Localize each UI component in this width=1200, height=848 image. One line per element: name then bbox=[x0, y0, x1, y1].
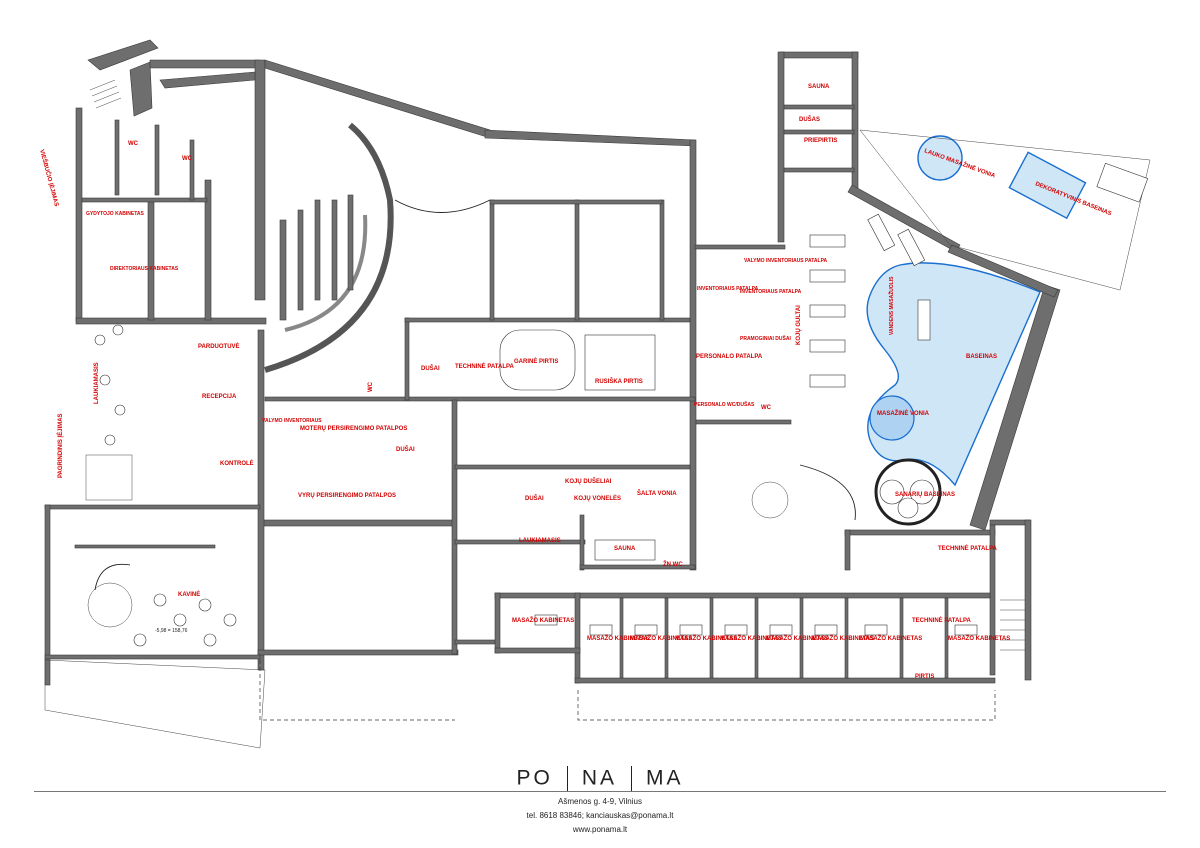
label-valymo-inventoriaus-left: VALYMO INVENTORIAUS bbox=[262, 418, 322, 424]
auditorium bbox=[264, 122, 491, 373]
floor-plan: VIEŠBUČIO ĮĖJIMAS PAGRINDINIS ĮĖJIMAS WC… bbox=[38, 39, 1151, 749]
label-sauna-center: SAUNA bbox=[614, 546, 636, 552]
label-zn-wc: ŽN WC bbox=[663, 560, 683, 568]
label-masazo-kabinetas-8: MASAŽO KABINETAS bbox=[860, 634, 922, 642]
label-masazo-kabinetas-9: MASAŽO KABINETAS bbox=[948, 634, 1010, 642]
label-baseinas: BASEINAS bbox=[966, 354, 997, 360]
label-wc-1: WC bbox=[128, 141, 139, 147]
label-laukiamasis-left: LAUKIAMASIS bbox=[94, 362, 100, 404]
footer-address: Ašmenos g. 4-9, Vilnius bbox=[558, 797, 642, 806]
label-wc-3: WC bbox=[368, 381, 374, 392]
label-masazine-vonia: MASAŽINĖ VONIA bbox=[877, 409, 930, 417]
label-wc-4: WC bbox=[761, 405, 772, 411]
label-sanariu-baseinas: SANARIŲ BASEINAS bbox=[895, 492, 955, 498]
label-vandens-masazuolis: VANDENS MASAŽUOLIS bbox=[887, 276, 895, 335]
label-dusai-1: DUŠAI bbox=[421, 364, 440, 372]
label-dusai-3: DUŠAI bbox=[525, 494, 544, 502]
label-area: -5,98 = 158,76 bbox=[155, 628, 188, 634]
label-masazo-kabinetas-2: MASAŽO KABINETAS bbox=[587, 634, 649, 642]
brand-separator bbox=[566, 766, 568, 792]
label-kontrole: KONTROLĖ bbox=[220, 460, 254, 467]
label-technine-patalpa: TECHNINĖ PATALPA bbox=[455, 363, 515, 370]
footer-website: www.ponama.lt bbox=[572, 825, 628, 834]
label-dusas: DUŠAS bbox=[799, 115, 820, 123]
brand-part-2: NA bbox=[581, 766, 618, 790]
label-wc-2: WC bbox=[182, 156, 193, 162]
room-labels: VIEŠBUČIO ĮĖJIMAS PAGRINDINIS ĮĖJIMAS WC… bbox=[38, 84, 1112, 680]
pool-area bbox=[809, 129, 1151, 526]
outdoor-tub bbox=[917, 135, 963, 181]
label-vyru-persirengimo: VYRŲ PERSIRENGIMO PATALPOS bbox=[298, 493, 396, 499]
label-masazo-kabinetas-7: MASAŽO KABINETAS bbox=[812, 634, 874, 642]
label-recepcija: RECEPCIJA bbox=[202, 394, 237, 400]
joint-pool bbox=[874, 458, 942, 526]
brand-part-3: MA bbox=[646, 766, 684, 790]
brand-logo: PO NA MA bbox=[0, 766, 1200, 792]
label-pagrindinis-iejimas: PAGRINDINIS ĮĖJIMAS bbox=[57, 413, 64, 478]
label-garine-pirtis: GARINĖ PIRTIS bbox=[514, 358, 558, 365]
footer-divider bbox=[34, 791, 1166, 792]
label-kavine: KAVINĖ bbox=[178, 591, 200, 598]
label-technine-patalpa-2: TECHNINĖ PATALPA bbox=[912, 617, 972, 624]
label-viesbucio-iejimas: VIEŠBUČIO ĮĖJIMAS bbox=[38, 148, 61, 207]
massage-tub bbox=[869, 395, 915, 441]
fixtures bbox=[85, 79, 1025, 651]
brand-separator bbox=[631, 766, 633, 792]
exterior-lines bbox=[44, 659, 996, 749]
massage-partitions bbox=[619, 597, 949, 679]
label-pramoginiai-dusai: PRAMOGINIAI DUŠAI bbox=[740, 334, 791, 342]
label-laukiamasis-center: LAUKIAMASIS bbox=[519, 538, 561, 544]
label-personalo-patalpa: PERSONALO PATALPA bbox=[696, 354, 763, 360]
label-masazo-kabinetas-1: MASAŽO KABINETAS bbox=[512, 616, 574, 624]
label-rusiska-pirtis: RUSIŠKA PIRTIS bbox=[595, 377, 643, 385]
label-pirtis: PIRTIS bbox=[915, 674, 934, 680]
label-masazo-kabinetas-4: MASAŽO KABINETAS bbox=[675, 634, 737, 642]
label-priepirtis: PRIEPIRTIS bbox=[804, 138, 837, 144]
footer-contacts: tel. 8618 83846; kanciauskas@ponama.lt bbox=[526, 811, 674, 820]
label-sveikatos-kabinetas: GYDYTOJO KABINETAS bbox=[86, 211, 145, 217]
label-parduotuve: PARDUOTUVĖ bbox=[198, 343, 240, 350]
label-technine-patalpa-right: TECHNINĖ PATALPA bbox=[938, 545, 998, 552]
label-salta-vonia: ŠALTA VONIA bbox=[637, 489, 677, 497]
walls bbox=[44, 39, 1061, 686]
label-masazo-kabinetas-3: MASAŽO KABINETAS bbox=[630, 634, 692, 642]
label-dusai-2: DUŠAI bbox=[396, 445, 415, 453]
label-inventoriaus-patalpa: INVENTORIAUS PATALPA bbox=[697, 286, 759, 292]
label-valymo-inventoriaus-patalpa: VALYMO INVENTORIAUS PATALPA bbox=[744, 258, 828, 264]
label-personalo-wc-dusas: PERSONALO WC/DUŠAS bbox=[694, 400, 755, 408]
label-masazo-kabinetas-6: MASAŽO KABINETAS bbox=[766, 634, 828, 642]
label-direktoriaus-kabinetas: DIREKTORIAUS KABINETAS bbox=[110, 266, 179, 272]
label-masazo-kabinetas-5: MASAŽO KABINETAS bbox=[720, 634, 782, 642]
label-koju-duselis: KOJŲ DUŠELIAI bbox=[565, 477, 612, 485]
brand-part-1: PO bbox=[516, 766, 553, 790]
label-koju-gultai: KOJŲ GULTAI bbox=[796, 305, 802, 345]
label-moteru-persirengimo: MOTERŲ PERSIRENGIMO PATALPOS bbox=[300, 426, 407, 432]
label-inventoriaus-patalpa-2: INVENTORIAUS PATALPA bbox=[740, 289, 802, 295]
decor-pool bbox=[1008, 151, 1087, 220]
label-koju-voneles: KOJŲ VONELĖS bbox=[574, 495, 621, 502]
label-sauna-top: SAUNA bbox=[808, 84, 830, 90]
